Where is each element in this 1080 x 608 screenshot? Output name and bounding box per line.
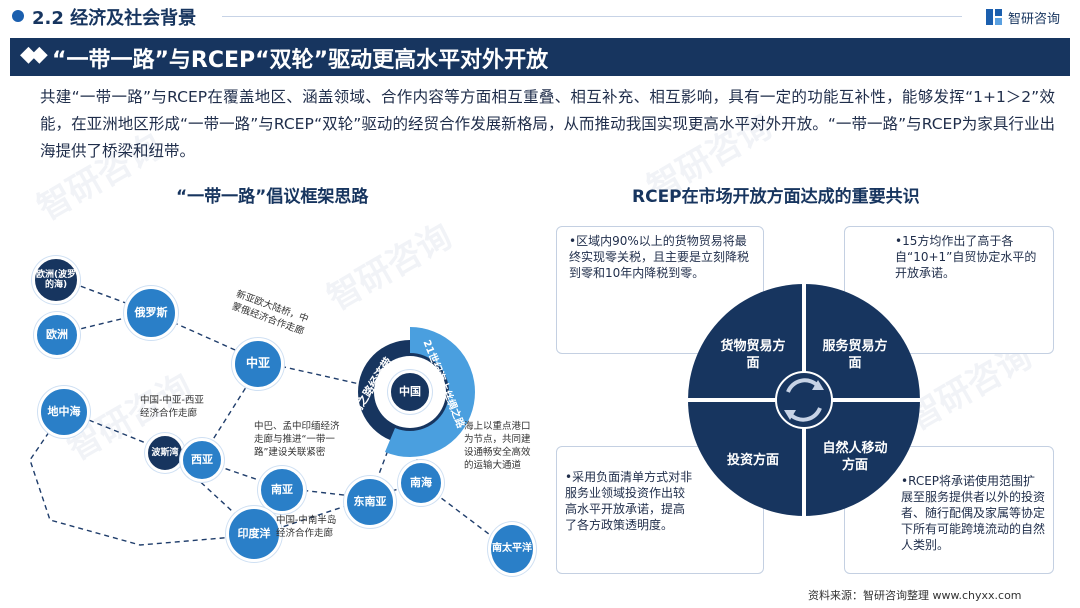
intro-paragraph: 共建“一带一路”与RCEP在覆盖地区、涵盖领域、合作内容等方面相互重叠、相互补充… [40,88,1055,160]
brand-name: 智研咨询 [1008,12,1061,27]
section-title: 2.2 经济及社会背景 [32,8,197,29]
quadrant-goods-trade: 货物贸易方 面 [720,339,786,371]
node-southeast-asia: 东南亚 [344,476,396,528]
belt-road-framework-title: “一带一路”倡议框架思路 [176,187,369,207]
quadrant-investment: 投资方面 [726,453,779,468]
node-west-asia: 西亚 [180,438,224,482]
rcep-consensus-title: RCEP在市场开放方面达成的重要共识 [632,187,920,207]
node-china: 中国 [388,370,432,414]
node-europe: 欧洲 [34,312,80,358]
top-bar: 2.2 经济及社会背景 智研咨询 [0,0,1080,34]
quadrant-services-trade: 服务贸易方 面 [822,339,888,371]
note-cpec-bcim: 中巴、孟中印缅经济 走廊与推进“一带一 路”建设关联紧密 [254,421,340,458]
node-europe-baltic: 欧洲(波罗的海) [32,256,80,304]
node-russia: 俄罗斯 [124,286,178,340]
header-divider [222,16,962,17]
cycle-arrows-icon [784,380,824,420]
source-credit: 资料来源：智研咨询整理 www.chyxx.com [808,589,1022,602]
node-south-asia: 南亚 [258,466,306,514]
node-mediterranean: 地中海 [38,386,90,438]
title-banner [10,38,1070,76]
quadrant-natural-persons: 自然人移动 方面 [822,441,888,473]
node-south-pacific: 南太平洋 [488,522,536,576]
page-title: “一带一路”与RCEP“双轮”驱动更高水平对外开放 [52,48,549,73]
note-china-indochina: 中国-中南半岛 经济合作走廊 [276,515,337,539]
section-bullet-icon [12,10,24,22]
brand-logo-icon [986,9,1002,25]
node-central-asia: 中亚 [232,338,284,390]
note-china-central-west: 中国-中亚-西亚 经济合作走廊 [140,395,204,419]
node-indian-ocean: 印度洋 [226,506,282,562]
card-investment: •采用负面清单方式对非服务业领域投资作出较高水平开放承诺，提高了各方政策透明度。 [556,446,764,574]
note-ports: 海上以重点港口 为节点，共同建 设通畅安全高效 的运输大通道 [464,421,531,471]
node-south-china-sea: 南海 [398,460,444,506]
